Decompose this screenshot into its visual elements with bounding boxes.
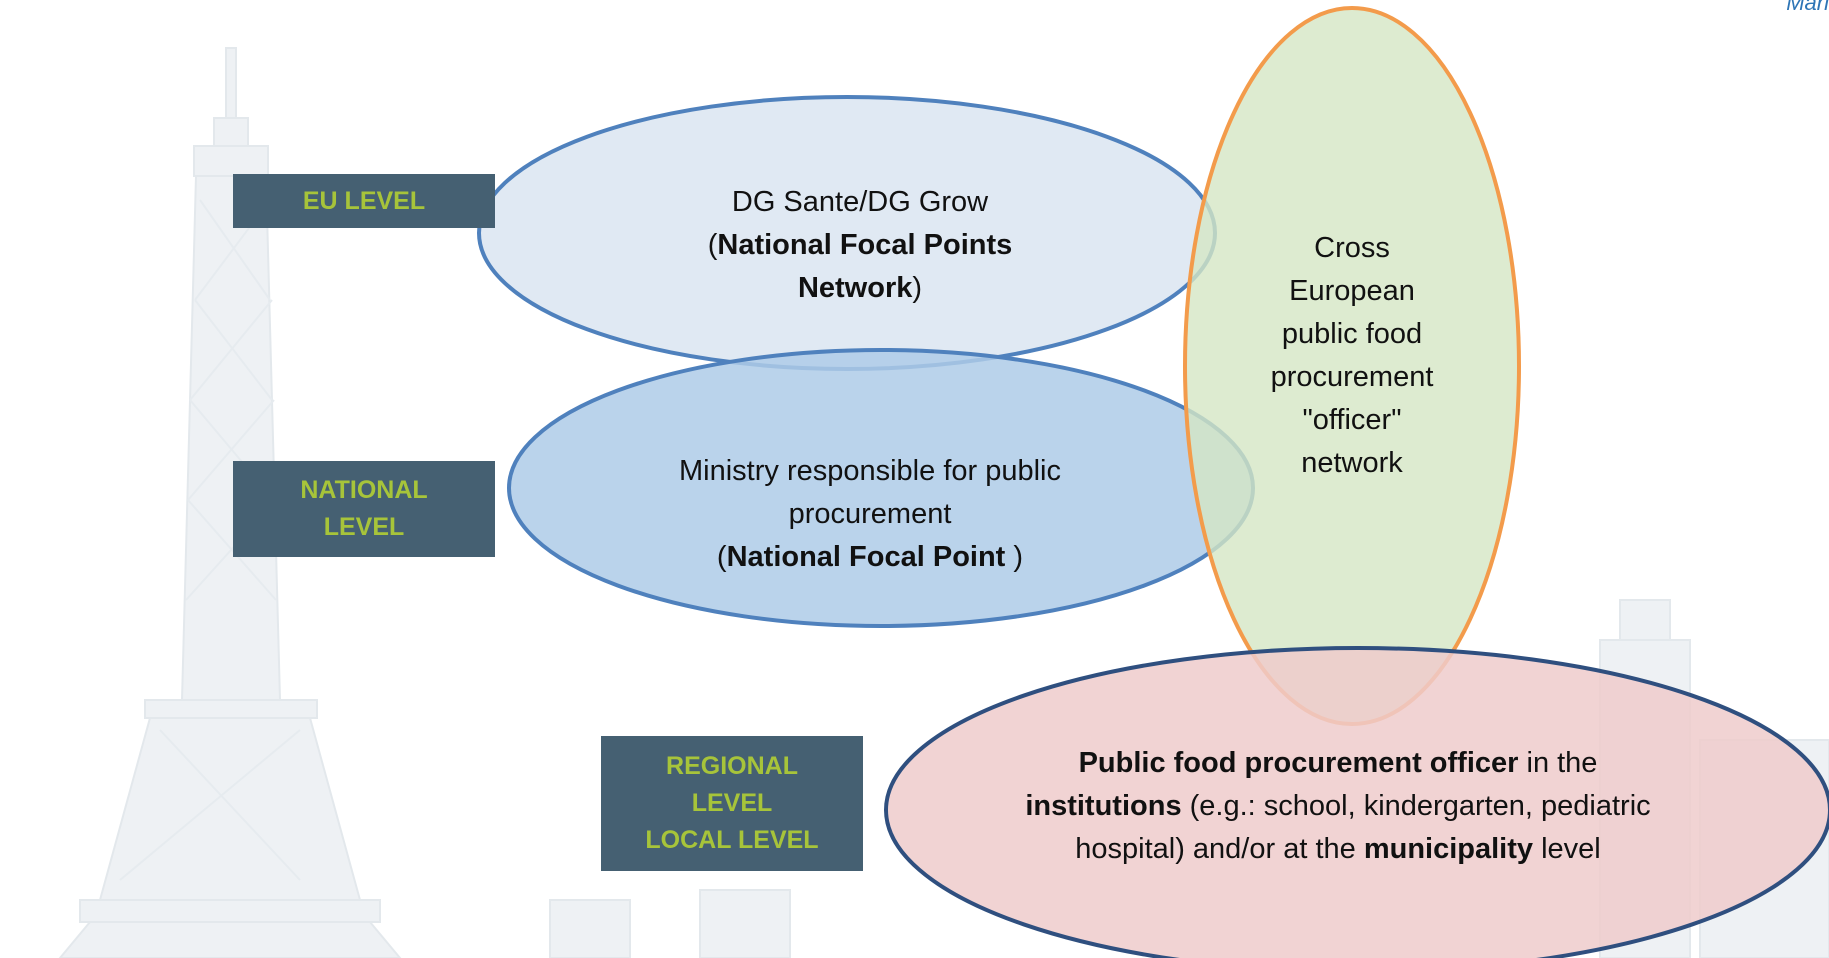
corner-text: Mari <box>1786 0 1829 15</box>
cross-european-text: Cross European public food procurement "… <box>1270 232 1434 479</box>
regional-ellipse-text: Public food procurement officer in the i… <box>1025 747 1651 865</box>
national-level-label: NATIONAL LEVEL <box>233 461 495 557</box>
national-ellipse-text: Ministry responsible for public procurem… <box>679 455 1061 573</box>
eu-level-label: EU LEVEL <box>233 174 495 228</box>
regional-level-ellipse <box>884 646 1829 958</box>
regional-local-level-label: REGIONAL LEVEL LOCAL LEVEL <box>601 736 863 871</box>
eu-ellipse-text: DG Sante/DG Grow (National Focal Points … <box>707 186 1013 304</box>
